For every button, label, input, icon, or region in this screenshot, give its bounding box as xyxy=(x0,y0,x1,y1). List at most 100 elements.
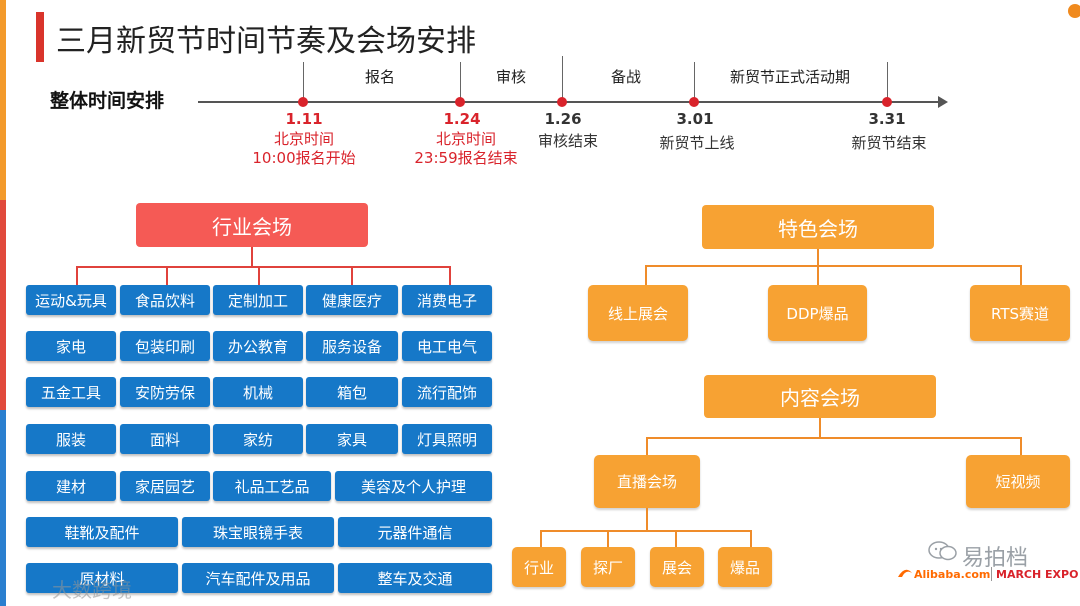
industry-venue-item[interactable]: 服务设备 xyxy=(306,331,398,361)
connector-line xyxy=(646,437,1022,439)
live-sub-venue-item[interactable]: 探厂 xyxy=(581,547,635,587)
connector-line xyxy=(166,266,168,288)
content-venue-item[interactable]: 直播会场 xyxy=(594,455,700,508)
connector-line xyxy=(1020,437,1022,457)
connector-line xyxy=(76,266,78,288)
connector-line xyxy=(258,266,260,288)
industry-venue-item[interactable]: 运动&玩具 xyxy=(26,285,116,315)
industry-venue-item[interactable]: 美容及个人护理 xyxy=(335,471,492,501)
alibaba-watermark: Alibaba.com xyxy=(914,568,991,581)
timeline-divider xyxy=(303,62,304,102)
industry-venue-item[interactable]: 原材料 xyxy=(26,563,178,593)
industry-venue-item[interactable]: 鞋靴及配件 xyxy=(26,517,178,547)
connector-line xyxy=(675,530,677,548)
connector-line xyxy=(646,437,648,457)
timeline-label: 整体时间安排 xyxy=(50,90,165,112)
industry-venue-header: 行业会场 xyxy=(136,203,368,247)
timeline-divider xyxy=(694,62,695,102)
industry-venue-item[interactable]: 家电 xyxy=(26,331,116,361)
special-venue-item[interactable]: 线上展会 xyxy=(588,285,688,341)
phase-label: 审核 xyxy=(495,68,527,86)
industry-venue-item[interactable]: 消费电子 xyxy=(402,285,492,315)
industry-venue-item[interactable]: 元器件通信 xyxy=(338,517,492,547)
connector-line xyxy=(646,508,648,531)
connector-line xyxy=(645,265,647,287)
timeline-divider xyxy=(460,62,461,102)
march-expo-watermark: MARCH EXPO xyxy=(996,568,1079,581)
industry-venue-item[interactable]: 电工电气 xyxy=(402,331,492,361)
alibaba-logo-icon xyxy=(896,566,914,580)
industry-venue-item[interactable]: 办公教育 xyxy=(213,331,303,361)
industry-venue-item[interactable]: 汽车配件及用品 xyxy=(182,563,334,593)
corner-badge-icon xyxy=(1068,4,1080,18)
phase-label: 新贸节正式活动期 xyxy=(729,68,851,86)
industry-venue-item[interactable]: 流行配饰 xyxy=(402,377,492,407)
logo-divider xyxy=(991,567,992,581)
industry-venue-item[interactable]: 家具 xyxy=(306,424,398,454)
industry-venue-item[interactable]: 健康医疗 xyxy=(306,285,398,315)
live-sub-venue-item[interactable]: 行业 xyxy=(512,547,566,587)
milestone-date: 1.24 xyxy=(443,110,481,128)
industry-venue-item[interactable]: 家纺 xyxy=(213,424,303,454)
timeline-axis xyxy=(198,101,940,103)
connector-line xyxy=(1020,265,1022,287)
industry-venue-item[interactable]: 珠宝眼镜手表 xyxy=(182,517,334,547)
industry-venue-item[interactable]: 服装 xyxy=(26,424,116,454)
special-venue-header: 特色会场 xyxy=(702,205,934,249)
industry-venue-item[interactable]: 机械 xyxy=(213,377,303,407)
milestone-date: 1.11 xyxy=(285,110,323,128)
timeline-arrow-icon xyxy=(938,96,948,108)
connector-line xyxy=(540,530,752,532)
milestone-note: 北京时间 xyxy=(273,130,335,148)
milestone-dot xyxy=(298,97,308,107)
milestone-note: 10:00报名开始 xyxy=(252,149,356,167)
connector-line xyxy=(607,530,609,548)
connector-line xyxy=(76,266,451,268)
industry-venue-item[interactable]: 包装印刷 xyxy=(120,331,210,361)
industry-venue-item[interactable]: 家居园艺 xyxy=(120,471,210,501)
side-strip-red xyxy=(0,200,6,410)
connector-line xyxy=(645,265,1022,267)
live-sub-venue-item[interactable]: 爆品 xyxy=(718,547,772,587)
timeline-divider xyxy=(562,56,563,102)
side-strip-blue xyxy=(0,410,6,606)
industry-venue-item[interactable]: 安防劳保 xyxy=(120,377,210,407)
industry-venue-item[interactable]: 箱包 xyxy=(306,377,398,407)
special-venue-item[interactable]: DDP爆品 xyxy=(768,285,867,341)
connector-line xyxy=(351,266,353,288)
milestone-dot xyxy=(455,97,465,107)
milestone-dot xyxy=(557,97,567,107)
special-venue-item[interactable]: RTS赛道 xyxy=(970,285,1070,341)
connector-line xyxy=(449,266,451,288)
milestone-date: 1.26 xyxy=(544,110,582,128)
connector-line xyxy=(819,418,821,438)
connector-line xyxy=(817,249,819,266)
live-sub-venue-item[interactable]: 展会 xyxy=(650,547,704,587)
industry-venue-item[interactable]: 礼品工艺品 xyxy=(213,471,331,501)
bottom-left-watermark: 大数跨境 xyxy=(52,578,132,602)
connector-line xyxy=(540,530,542,548)
milestone-note: 新贸节结束 xyxy=(851,134,927,152)
wechat-icon xyxy=(928,540,958,562)
connector-line xyxy=(750,530,752,548)
industry-venue-item[interactable]: 建材 xyxy=(26,471,116,501)
industry-venue-item[interactable]: 灯具照明 xyxy=(402,424,492,454)
connector-line xyxy=(251,247,253,267)
industry-venue-item[interactable]: 面料 xyxy=(120,424,210,454)
title-accent-bar xyxy=(36,12,44,62)
milestone-note: 23:59报名结束 xyxy=(414,149,518,167)
content-venue-header: 内容会场 xyxy=(704,375,936,418)
milestone-date: 3.01 xyxy=(676,110,714,128)
industry-venue-item[interactable]: 食品饮料 xyxy=(120,285,210,315)
industry-venue-item[interactable]: 五金工具 xyxy=(26,377,116,407)
industry-venue-item[interactable]: 定制加工 xyxy=(213,285,303,315)
milestone-dot xyxy=(689,97,699,107)
connector-line xyxy=(817,265,819,287)
industry-venue-item[interactable]: 整车及交通 xyxy=(338,563,492,593)
milestone-dot xyxy=(882,97,892,107)
wechat-watermark: 易拍档 xyxy=(962,546,1029,571)
content-venue-item[interactable]: 短视频 xyxy=(966,455,1070,508)
page-title: 三月新贸节时间节奏及会场安排 xyxy=(56,24,476,59)
milestone-note: 新贸节上线 xyxy=(659,134,735,152)
phase-label: 报名 xyxy=(364,68,396,86)
